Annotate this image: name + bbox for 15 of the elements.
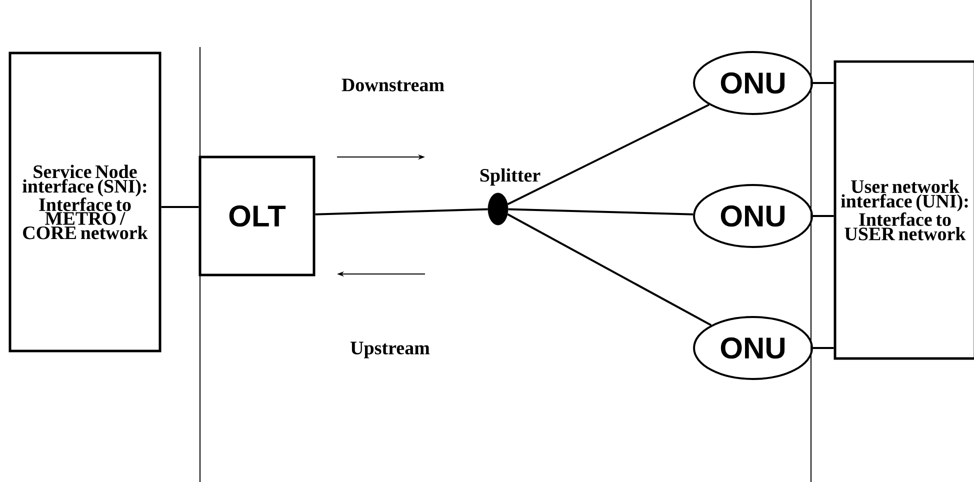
connector-line — [813, 215, 834, 217]
connector-line — [161, 206, 199, 208]
interface-box: User network interface (UNI): Interface to USER network — [834, 60, 974, 360]
direction-label: Downstream — [342, 78, 444, 92]
olt-box: OLT — [198, 156, 316, 276]
splitter-dot — [488, 192, 508, 226]
connector-line — [507, 104, 710, 206]
connector-line — [813, 347, 834, 349]
splitter-label: Splitter — [480, 168, 540, 186]
connector-line — [813, 82, 834, 84]
connector-line — [508, 208, 694, 216]
interface-box: Service Node interface (SNI): Interface to METRO / CORE network — [8, 52, 162, 352]
connector-line — [315, 208, 488, 216]
direction-label: Upstream — [350, 342, 430, 358]
connector-line — [507, 213, 712, 326]
